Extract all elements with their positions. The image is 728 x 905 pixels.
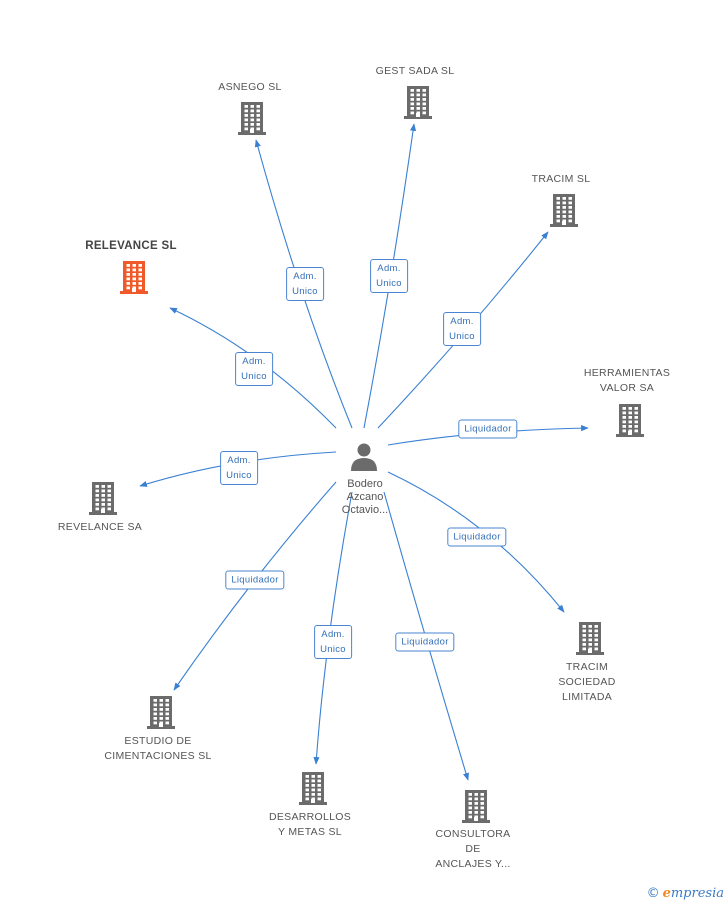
building-icon — [120, 261, 148, 294]
company-label-gest-sada[interactable]: GEST SADA SL — [375, 65, 455, 77]
edge-label-estudio[interactable]: Liquidador — [225, 570, 285, 590]
company-node-tracim[interactable] — [549, 192, 579, 233]
edge-label-relevance[interactable]: Adm. Unico — [235, 352, 273, 386]
company-node-desarrollos[interactable] — [298, 770, 328, 811]
company-node-asnego[interactable] — [237, 100, 267, 141]
edge-label-herramientas[interactable]: Liquidador — [458, 419, 518, 439]
person-icon-head — [357, 443, 371, 457]
company-node-herramientas[interactable] — [615, 402, 645, 443]
brand-initial: e — [662, 886, 671, 901]
company-node-consultora[interactable] — [461, 788, 491, 829]
company-label-tracim[interactable]: TRACIM SL — [531, 173, 591, 185]
company-label-herramientas[interactable]: HERRAMIENTAS VALOR SA — [583, 367, 671, 394]
building-icon — [89, 482, 117, 515]
edge-consultora — [383, 491, 469, 781]
copyright-icon: © — [646, 886, 660, 901]
building-icon — [299, 772, 327, 805]
building-icon — [576, 622, 604, 655]
edge-label-desarrollos[interactable]: Adm. Unico — [314, 625, 352, 659]
person-icon-body — [351, 458, 377, 471]
company-label-asnego[interactable]: ASNEGO SL — [218, 81, 282, 93]
building-icon — [616, 404, 644, 437]
edge-label-revelance[interactable]: Adm. Unico — [220, 451, 258, 485]
person-label[interactable]: Bodero Azcano Octavio... — [341, 478, 389, 516]
edge-label-gest-sada[interactable]: Adm. Unico — [370, 259, 408, 293]
building-icon — [462, 790, 490, 823]
company-label-estudio[interactable]: ESTUDIO DE CIMENTACIONES SL — [104, 735, 212, 762]
company-node-tracim-sociedad[interactable] — [575, 620, 605, 661]
company-node-estudio[interactable] — [146, 694, 176, 735]
building-icon — [147, 696, 175, 729]
company-label-relevance[interactable]: RELEVANCE SL — [85, 240, 177, 252]
company-label-consultora[interactable]: CONSULTORA DE ANCLAJES Y... — [435, 828, 511, 870]
company-node-gest-sada[interactable] — [403, 84, 433, 125]
brand-logo: ©empresia — [647, 886, 724, 901]
building-icon — [550, 194, 578, 227]
company-label-revelance[interactable]: REVELANCE SA — [57, 521, 143, 533]
edge-label-tracim-sociedad[interactable]: Liquidador — [447, 527, 507, 547]
building-icon — [238, 102, 266, 135]
brand-name: mpresia — [670, 886, 724, 901]
edge-label-asnego[interactable]: Adm. Unico — [286, 267, 324, 301]
company-node-revelance[interactable] — [88, 480, 118, 521]
person-node[interactable] — [351, 443, 377, 472]
company-label-tracim-sociedad[interactable]: TRACIM SOCIEDAD LIMITADA — [558, 661, 616, 703]
company-node-relevance[interactable] — [119, 259, 149, 300]
edge-label-tracim[interactable]: Adm. Unico — [443, 312, 481, 346]
company-label-desarrollos[interactable]: DESARROLLOS Y METAS SL — [268, 811, 352, 838]
edge-label-consultora[interactable]: Liquidador — [395, 632, 455, 652]
building-icon — [404, 86, 432, 119]
